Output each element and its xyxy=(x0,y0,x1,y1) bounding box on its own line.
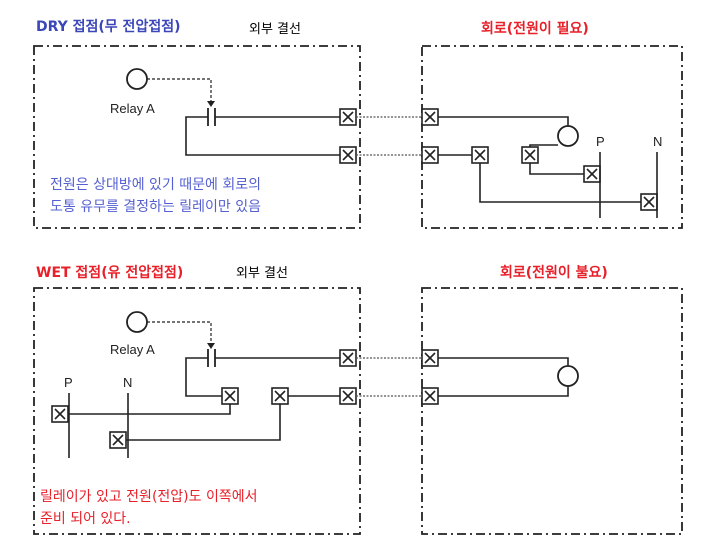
terminal-icon xyxy=(521,146,539,164)
dry-relay-label: Relay A xyxy=(110,101,155,116)
wet-n-label: N xyxy=(123,375,133,390)
terminal-icon xyxy=(339,387,357,405)
terminal-icon xyxy=(109,431,127,449)
terminal-icon xyxy=(421,387,439,405)
load-icon xyxy=(557,125,579,147)
terminal-icon xyxy=(339,146,357,164)
dry-p-label: P xyxy=(596,134,605,149)
dry-note-line2: 도통 유무를 결정하는 릴레이만 있음 xyxy=(50,199,261,215)
dry-left-enclosure xyxy=(33,45,361,229)
terminal-icon xyxy=(421,108,439,126)
terminal-icon xyxy=(339,349,357,367)
wet-note: 릴레이가 있고 전원(전압)도 이쪽에서 준비 되어 있다. xyxy=(40,486,257,530)
dry-right-enclosure xyxy=(421,45,683,229)
terminal-icon xyxy=(339,108,357,126)
wet-p-label: P xyxy=(64,375,73,390)
dry-note: 전원은 상대방에 있기 때문에 회로의 도통 유무를 결정하는 릴레이만 있음 xyxy=(50,174,261,218)
dry-section xyxy=(33,45,683,229)
wet-wiring-label: 외부 결선 xyxy=(236,266,288,281)
relay-coil-icon xyxy=(126,311,148,333)
relay-coil-icon xyxy=(126,68,148,90)
terminal-icon xyxy=(51,405,69,423)
dry-note-line1: 전원은 상대방에 있기 때문에 회로의 xyxy=(50,177,261,193)
actuation-arrow-icon xyxy=(207,343,215,349)
terminal-icon xyxy=(583,165,601,183)
dry-relay-loop xyxy=(185,116,340,156)
wet-relay-label: Relay A xyxy=(110,342,155,357)
terminal-icon xyxy=(271,387,289,405)
actuation-arrow-icon xyxy=(207,101,215,107)
wet-note-line1: 릴레이가 있고 전원(전압)도 이쪽에서 xyxy=(40,489,258,505)
terminal-icon xyxy=(471,146,489,164)
terminal-icon xyxy=(640,193,658,211)
dry-wiring-label: 외부 결선 xyxy=(249,22,301,37)
dry-circuit-title: 회로(전원이 필요) xyxy=(481,21,589,37)
relay-actuation-dashed xyxy=(147,78,212,104)
terminal-icon xyxy=(221,387,239,405)
dry-title: DRY 접점(무 전압접점) xyxy=(36,19,181,35)
terminal-icon xyxy=(421,146,439,164)
dry-n-label: N xyxy=(653,134,663,149)
wet-note-line2: 준비 되어 있다. xyxy=(40,511,131,527)
wet-circuit-title: 회로(전원이 불요) xyxy=(500,265,608,281)
wet-title: WET 접점(유 전압접점) xyxy=(36,265,184,281)
wet-section xyxy=(33,287,683,535)
load-icon xyxy=(557,365,579,387)
wet-left-enclosure xyxy=(33,287,361,535)
wet-right-enclosure xyxy=(421,287,683,535)
terminal-icon xyxy=(421,349,439,367)
